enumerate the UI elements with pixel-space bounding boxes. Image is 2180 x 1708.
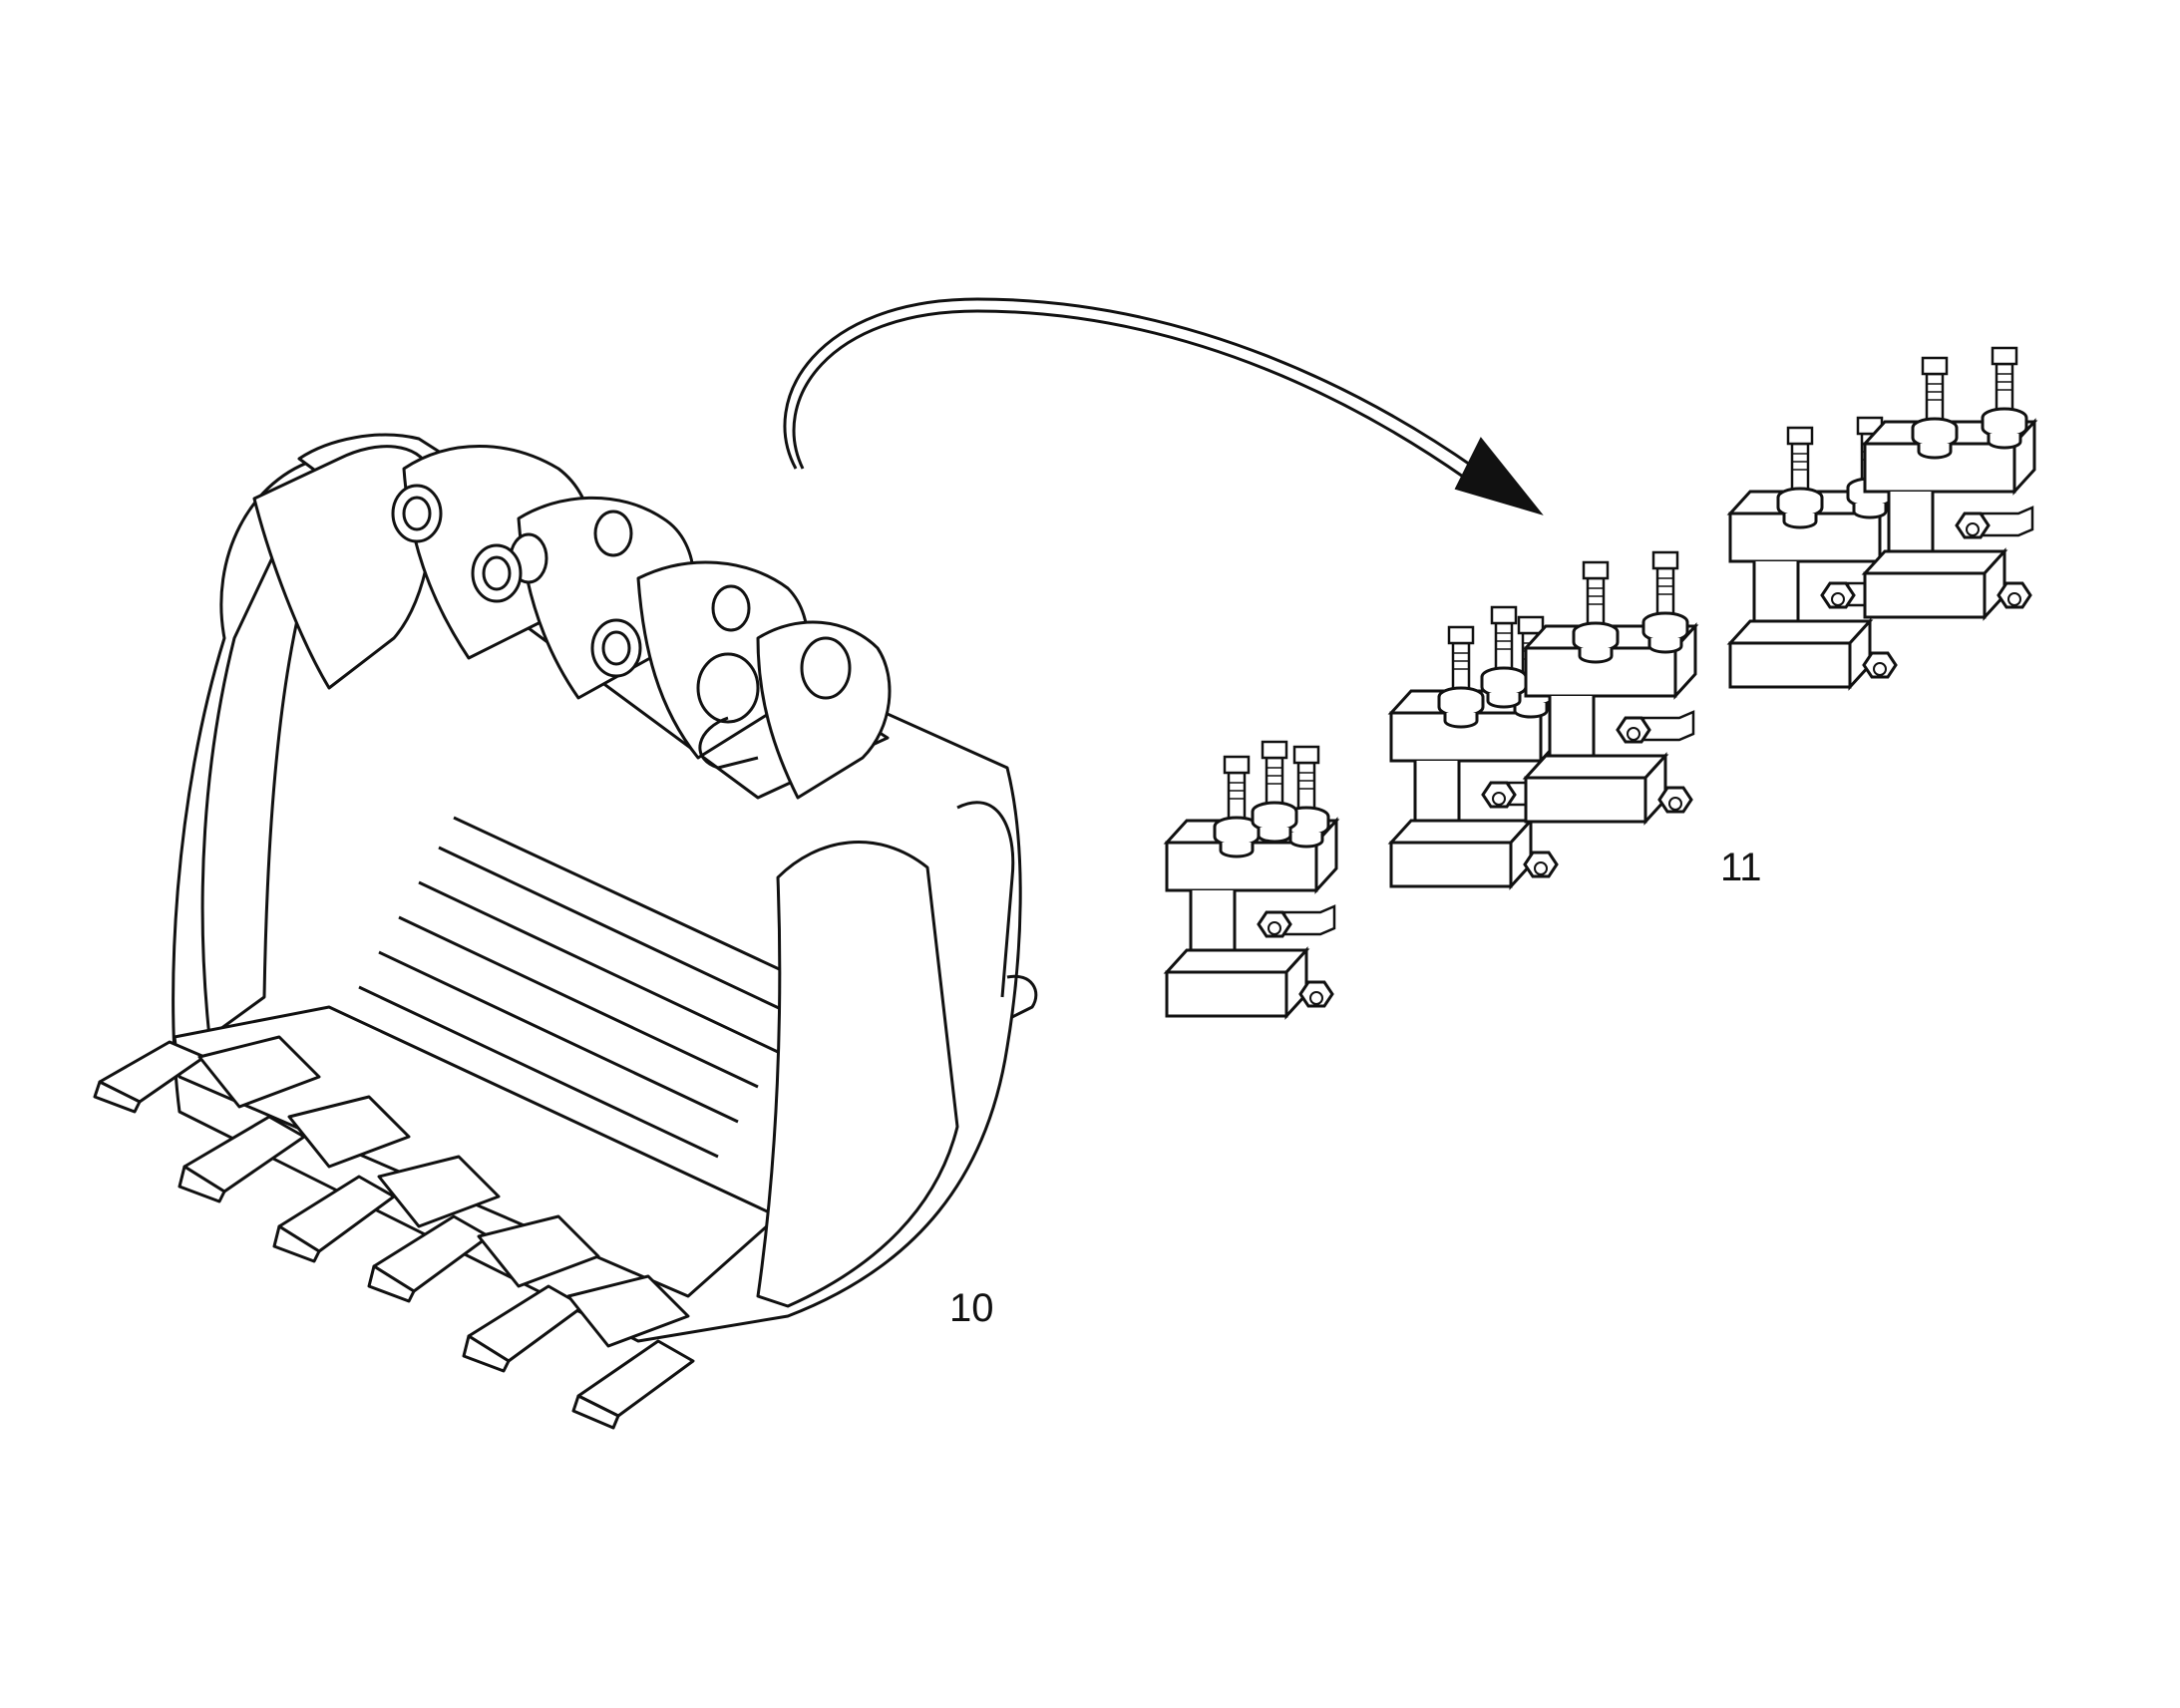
retainer-block-icon (1167, 348, 2034, 1016)
callout-number-bucket: 10 (949, 1286, 994, 1330)
excavator-bucket-icon (93, 433, 1038, 1430)
callout-number-wear-kit: 11 (1720, 846, 1762, 889)
curved-arrow-icon (783, 297, 1544, 515)
